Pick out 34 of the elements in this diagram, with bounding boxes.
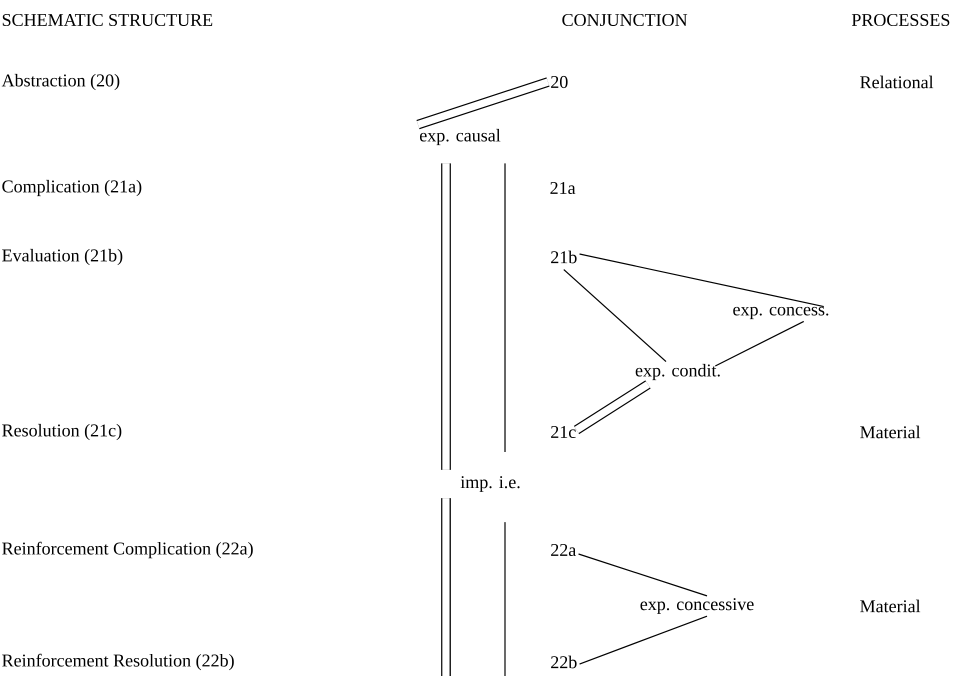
row-label: Reinforcement Resolution (22b): [2, 654, 234, 670]
conjunction-text: 22b: [551, 656, 577, 668]
connector-line: [504, 163, 506, 452]
row-label: Material: [860, 600, 920, 612]
column-heading: PROCESSES: [852, 14, 950, 26]
connector-line: [563, 269, 666, 362]
connector-line: [416, 77, 550, 130]
row-label: Material: [860, 426, 920, 438]
column-heading: CONJUNCTION: [562, 14, 688, 26]
row-label: Evaluation (21b): [2, 248, 122, 266]
conjunction-text: imp. i.e.: [460, 476, 520, 492]
conjunction-text: exp. concessive: [640, 598, 754, 614]
row-label: 21a: [550, 182, 576, 194]
connector-line: [504, 522, 506, 676]
connector-line: [715, 320, 804, 367]
column-heading: SCHEMATIC STRUCTURE: [2, 14, 212, 26]
conjunction-text: exp. causal: [420, 128, 500, 146]
conjunction-text: 22a: [551, 544, 576, 556]
row-label: Complication (21a): [2, 180, 142, 196]
row-label: Relational: [860, 76, 934, 88]
connector-line: [579, 616, 708, 665]
connector-line: [441, 163, 451, 470]
conjunction-text: 21c: [551, 426, 576, 438]
row-label: Resolution (21c): [2, 424, 122, 440]
conjunction-text: exp. concess.: [733, 306, 828, 320]
conjunction-text: exp. condit.: [636, 364, 720, 380]
row-label: Reinforcement Complication (22a): [2, 542, 253, 558]
connector-line: [579, 253, 824, 308]
conjunction-text: 20: [551, 76, 568, 88]
connector-line: [574, 380, 651, 434]
connector-line: [441, 498, 451, 676]
conjunction-text: 21b: [551, 250, 577, 264]
row-label: Abstraction (20): [2, 74, 120, 90]
connector-line: [578, 553, 708, 596]
